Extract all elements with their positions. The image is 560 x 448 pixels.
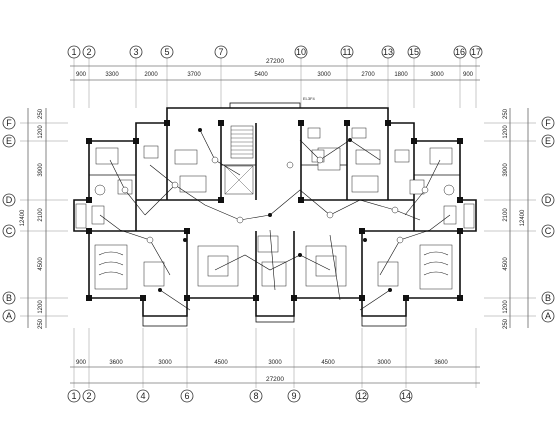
axis-bottom-12: 12 [357, 391, 367, 401]
fixtures [75, 127, 475, 229]
dim-right-total: 12400 [520, 209, 526, 226]
dim-bottom-6: 4500 [321, 360, 335, 366]
dim-bottom-5: 3000 [268, 360, 282, 366]
axis-left-B: B [6, 293, 12, 303]
dim-left-3: 3900 [38, 163, 44, 177]
dim-left-1: 250 [38, 108, 44, 119]
axis-top-2: 2 [86, 47, 91, 57]
dim-right-6: 1200 [503, 300, 509, 314]
axis-left-F: F [6, 118, 12, 128]
axis-bubbles-bottom: 1 2 4 6 8 9 12 14 [67, 389, 413, 403]
dim-right-4: 2100 [503, 208, 509, 222]
dim-bottom-1: 900 [76, 360, 87, 366]
top-extension-lines [73, 58, 477, 108]
axis-left-A: A [6, 311, 12, 321]
axis-top-1: 1 [71, 47, 76, 57]
axis-bottom-8: 8 [253, 391, 258, 401]
axis-right-C: C [545, 226, 552, 236]
axis-left-C: C [6, 226, 13, 236]
axis-bubbles-right: F E D C B A [541, 116, 555, 323]
dim-left-total: 12400 [20, 209, 26, 226]
dim-top-4: 3700 [187, 72, 201, 78]
dim-top-7: 2700 [361, 72, 375, 78]
dim-left-5: 4500 [38, 257, 44, 271]
bottom-dimensions: 900 3600 3000 4500 3000 4500 3000 3600 2… [76, 360, 448, 383]
dim-top-3: 2000 [144, 72, 158, 78]
dim-right-2: 1200 [503, 125, 509, 139]
dim-top-10: 900 [463, 72, 474, 78]
axis-right-F: F [545, 118, 551, 128]
dim-bottom-8: 3600 [434, 360, 448, 366]
dim-right-3: 3900 [503, 163, 509, 177]
axis-bubbles-left: F E D C B A [2, 116, 16, 323]
building-walls [73, 107, 477, 317]
left-dimensions: 12400 250 1200 3900 2100 4500 1200 250 [20, 108, 44, 329]
structural-columns [86, 120, 463, 301]
axis-top-15: 15 [409, 47, 419, 57]
dim-top-6: 3000 [317, 72, 331, 78]
row-extension-lines [20, 122, 536, 317]
dim-left-2: 1200 [38, 125, 44, 139]
panel-note: El-3F4 [303, 96, 316, 101]
axis-bottom-6: 6 [184, 391, 189, 401]
dim-bottom-7: 3000 [377, 360, 391, 366]
axis-bottom-4: 4 [140, 391, 145, 401]
top-dimensions: 27200 900 3300 2000 3700 5400 3000 2700 … [76, 58, 474, 78]
dim-top-9: 3000 [430, 72, 444, 78]
dim-top-5: 5400 [254, 72, 268, 78]
dim-top-1: 900 [76, 72, 87, 78]
dim-left-4: 2100 [38, 208, 44, 222]
dim-right-1: 250 [503, 108, 509, 119]
axis-right-D: D [545, 195, 552, 205]
axis-right-B: B [545, 293, 551, 303]
axis-top-3: 3 [133, 47, 138, 57]
axis-bottom-1: 1 [71, 391, 76, 401]
dim-top-8: 1800 [394, 72, 408, 78]
axis-top-13: 13 [383, 47, 393, 57]
dim-bottom-total: 27200 [266, 376, 284, 383]
axis-left-D: D [6, 195, 13, 205]
axis-right-E: E [545, 136, 551, 146]
axis-top-16: 16 [455, 47, 465, 57]
axis-bottom-14: 14 [401, 391, 411, 401]
axis-bottom-9: 9 [291, 391, 296, 401]
dim-top-2: 3300 [105, 72, 119, 78]
axis-bubbles-top: 1 2 3 5 7 10 11 13 15 16 17 [67, 45, 483, 59]
axis-bottom-2: 2 [86, 391, 91, 401]
stair-core [224, 125, 279, 253]
balconies [142, 102, 407, 327]
dim-top-total: 27200 [266, 58, 284, 65]
dim-left-6: 1200 [38, 300, 44, 314]
axis-left-E: E [6, 136, 12, 146]
dim-left-7: 250 [38, 318, 44, 329]
dim-bottom-4: 4500 [214, 360, 228, 366]
axis-top-5: 5 [164, 47, 169, 57]
light-fixtures [121, 128, 429, 292]
axis-top-17: 17 [471, 47, 481, 57]
dim-right-7: 250 [503, 318, 509, 329]
dim-bottom-3: 3000 [158, 360, 172, 366]
axis-top-11: 11 [342, 47, 351, 57]
axis-right-A: A [545, 311, 551, 321]
dim-right-5: 4500 [503, 257, 509, 271]
dim-bottom-2: 3600 [109, 360, 123, 366]
axis-top-7: 7 [218, 47, 223, 57]
axis-top-10: 10 [296, 47, 306, 57]
dimension-lines [27, 65, 529, 384]
bottom-extension-lines [73, 328, 477, 388]
right-dimensions: 250 1200 3900 2100 4500 1200 250 12400 [503, 108, 526, 329]
beds [94, 244, 453, 290]
living-furniture [179, 149, 379, 287]
